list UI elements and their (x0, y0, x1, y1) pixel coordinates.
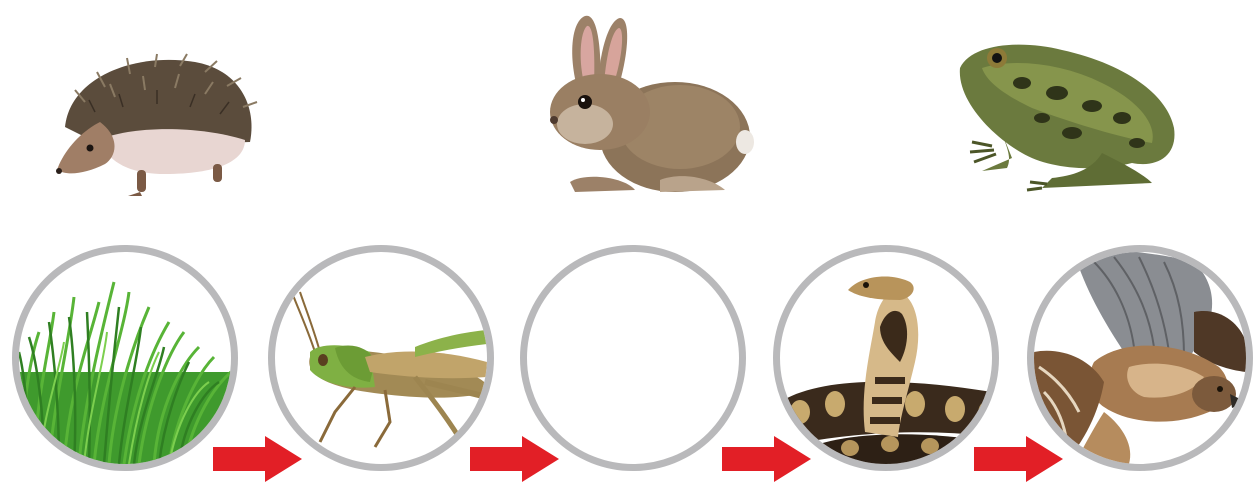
frog-option[interactable] (952, 38, 1182, 193)
hedgehog-icon (45, 52, 260, 202)
rabbit-icon (540, 12, 755, 197)
chain-slot-empty[interactable] (520, 245, 746, 471)
chain-slot-snake (773, 245, 999, 471)
chain-slot-grasshopper (268, 245, 494, 471)
chain-slot-hawk (1027, 245, 1253, 471)
hawk-icon (1034, 252, 1246, 464)
frog-icon (952, 38, 1182, 193)
empty-slot (527, 252, 739, 464)
chain-slot-grass (12, 245, 238, 471)
grass-icon (19, 252, 231, 464)
hedgehog-option[interactable] (45, 52, 260, 202)
snake-icon (780, 252, 992, 464)
rabbit-option[interactable] (540, 12, 755, 197)
grasshopper-icon (275, 252, 487, 464)
